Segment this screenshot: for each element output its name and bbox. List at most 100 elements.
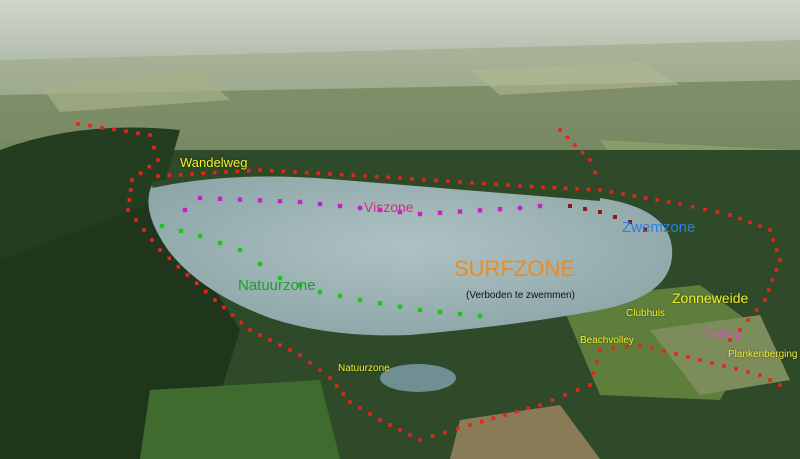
walking-route-dot — [150, 238, 154, 242]
viszone-marker — [182, 207, 188, 213]
walking-route-dot — [506, 183, 510, 187]
walking-route-dot — [662, 349, 666, 353]
viszone-marker — [497, 207, 503, 212]
walking-route-dot — [514, 409, 519, 414]
natuurzone-marker — [337, 293, 343, 299]
walking-route-dot — [611, 346, 616, 351]
viszone-marker — [317, 201, 323, 207]
label-surfzone-note: (Verboden te zwemmen) — [466, 290, 575, 301]
natuurzone-marker — [457, 311, 463, 317]
walking-route-dot — [529, 184, 534, 189]
walking-route-dot — [239, 320, 243, 325]
walking-route-dot — [758, 224, 762, 228]
natuurzone-marker — [178, 228, 184, 234]
natuurzone-marker — [277, 275, 283, 281]
walking-route-dot — [148, 133, 152, 137]
label-beachvolley: Beachvolley — [580, 335, 634, 346]
walking-route-dot — [594, 359, 599, 364]
walking-route-dot — [235, 169, 240, 174]
natuurzone-marker — [357, 297, 363, 303]
viszone-marker — [197, 195, 203, 201]
walking-route-dot — [158, 248, 162, 252]
walking-route-dot — [178, 172, 183, 177]
label-zonneweide: Zonneweide — [672, 290, 749, 306]
viszone-marker — [297, 199, 303, 205]
walking-route-dot — [156, 158, 160, 162]
walking-route-dot — [224, 170, 228, 174]
walking-route-dot — [167, 173, 172, 178]
label-plankenberging: Plankenberging — [728, 349, 798, 360]
natuurzone-marker — [197, 233, 203, 239]
walking-route-dot — [455, 426, 460, 431]
walking-route-dot — [213, 298, 217, 302]
walking-route-dot — [575, 187, 579, 191]
viszone-marker — [357, 205, 363, 211]
walking-route-dot — [147, 164, 152, 169]
walking-route-dot — [754, 308, 759, 312]
walking-route-dot — [386, 175, 391, 180]
walking-route-dot — [526, 406, 531, 411]
viszone-marker — [537, 203, 543, 209]
walking-route-dot — [494, 182, 498, 187]
viszone-marker — [337, 203, 343, 209]
walking-route-dot — [258, 333, 262, 337]
walking-route-dot — [698, 358, 702, 362]
walking-route-dot — [686, 355, 690, 359]
label-surfzone: SURFZONE — [454, 256, 575, 281]
walking-route-dot — [230, 313, 235, 317]
walking-route-dot — [666, 200, 671, 204]
walking-route-dot — [678, 202, 682, 206]
walking-route-dot — [128, 188, 133, 192]
walking-route-dot — [298, 353, 302, 357]
walking-route-dot — [328, 172, 332, 176]
walking-route-dot — [281, 169, 286, 174]
viszone-marker — [377, 207, 383, 213]
walking-route-dot — [624, 344, 629, 349]
walking-route-dot — [269, 168, 274, 173]
label-parking: Parking — [706, 329, 740, 340]
walking-route-dot — [621, 192, 625, 196]
viszone-marker — [437, 210, 443, 215]
walking-route-dot — [398, 176, 402, 180]
walking-route-dot — [643, 196, 648, 200]
walking-route-dot — [318, 368, 322, 373]
walking-route-dot — [763, 298, 767, 302]
viszone-marker — [417, 211, 423, 217]
zwemzone-marker — [613, 215, 617, 219]
walking-route-dot — [134, 218, 138, 222]
walking-route-dot — [650, 346, 654, 350]
walking-route-dot — [136, 131, 140, 135]
walking-route-dot — [446, 179, 450, 183]
walking-route-dot — [586, 187, 591, 192]
walking-route-dot — [204, 289, 208, 294]
walking-route-dot — [503, 413, 507, 417]
viszone-marker — [237, 197, 243, 202]
walking-route-dot — [738, 216, 742, 221]
walking-route-dot — [76, 122, 80, 126]
walking-route-dot — [468, 423, 472, 427]
walking-route-dot — [88, 124, 92, 128]
label-zwemzone: Zwemzone — [622, 219, 696, 236]
natuurzone-marker — [297, 282, 303, 288]
walking-route-dot — [598, 348, 602, 352]
walking-route-dot — [348, 400, 352, 404]
zwemzone-marker — [583, 207, 587, 211]
viszone-marker — [517, 205, 523, 211]
natuurzone-marker — [437, 309, 443, 315]
walking-route-dot — [538, 403, 542, 407]
viszone-marker — [477, 208, 483, 213]
walking-route-dot — [690, 204, 695, 209]
walking-route-dot — [443, 430, 447, 435]
walking-route-dot — [410, 177, 414, 181]
walking-route-dot — [126, 208, 130, 212]
walking-route-dot — [185, 273, 190, 277]
walking-route-dot — [388, 423, 392, 427]
walking-route-dot — [591, 371, 596, 376]
walking-route-dot — [248, 328, 252, 332]
walking-route-dot — [674, 352, 678, 356]
walking-route-dot — [774, 248, 779, 252]
walking-route-dot — [268, 338, 272, 342]
walking-route-dot — [482, 181, 486, 186]
walking-route-dot — [458, 180, 462, 184]
